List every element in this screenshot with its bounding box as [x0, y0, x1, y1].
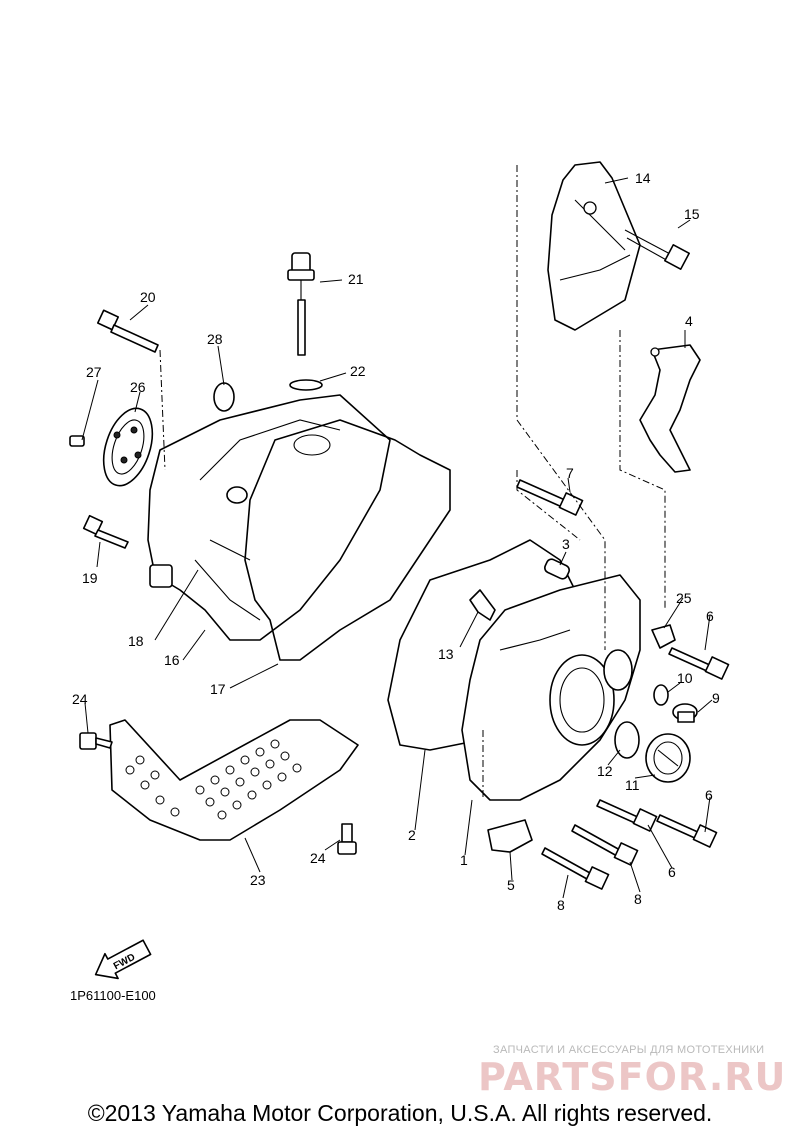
callout-22: 22 — [350, 363, 366, 379]
part-23-skid-plate — [109, 719, 359, 841]
callout-23: 23 — [250, 872, 266, 888]
part-6-bolt-c — [656, 814, 718, 848]
callout-26: 26 — [130, 379, 146, 395]
part-6-bolt-b — [596, 799, 658, 832]
callout-8b: 8 — [634, 891, 642, 907]
callout-6b: 6 — [668, 864, 676, 880]
part-15-bolt — [624, 229, 690, 270]
callout-13: 13 — [438, 646, 454, 662]
part-25-clamp — [651, 624, 676, 649]
part-7-bolt — [516, 479, 584, 516]
part-4-bracket — [639, 344, 701, 473]
callout-28: 28 — [207, 331, 223, 347]
callout-18: 18 — [128, 633, 144, 649]
callout-12: 12 — [597, 763, 613, 779]
callout-24a: 24 — [72, 691, 88, 707]
part-11-cap — [645, 733, 691, 783]
callout-labels: 1 2 3 4 5 6 6 6 7 8 8 9 10 11 12 13 14 1… — [72, 170, 720, 913]
part-24-bolt-a — [79, 732, 113, 750]
callout-2: 2 — [408, 827, 416, 843]
callout-25: 25 — [676, 590, 692, 606]
watermark-logo: PARTSFOR.RU — [478, 1055, 787, 1099]
callout-21: 21 — [348, 271, 364, 287]
callout-7: 7 — [566, 465, 574, 481]
part-17-gasket — [244, 419, 451, 661]
part-1-crankcase-cover — [461, 574, 641, 801]
callout-9: 9 — [712, 690, 720, 706]
leader-lines — [81, 177, 713, 899]
part-22-o-ring — [289, 379, 323, 391]
dashed-reference-lines — [159, 165, 666, 800]
diagram-code: 1P61100-E100 — [70, 988, 156, 1003]
callout-6a: 6 — [706, 608, 714, 624]
callout-15: 15 — [684, 206, 700, 222]
callout-5: 5 — [507, 877, 515, 893]
callout-8a: 8 — [557, 897, 565, 913]
callout-24b: 24 — [310, 850, 326, 866]
part-24-bolt-b — [337, 823, 357, 855]
part-14-cover — [547, 161, 641, 331]
callout-16: 16 — [164, 652, 180, 668]
part-16-crankcase-cover — [147, 394, 391, 641]
part-8-bolt-b — [541, 847, 610, 890]
callout-10: 10 — [677, 670, 693, 686]
part-5-clip — [487, 819, 533, 853]
part-3-dowel — [544, 558, 570, 580]
watermark-tagline: ЗАПЧАСТИ И АКСЕССУАРЫ ДЛЯ МОТОТЕХНИКИ — [493, 1044, 765, 1056]
callout-6c: 6 — [705, 787, 713, 803]
part-10-o-ring — [653, 684, 669, 706]
part-12-o-ring — [614, 721, 640, 759]
part-13-clip — [469, 589, 496, 621]
part-9-plug — [672, 703, 698, 723]
callout-1: 1 — [460, 852, 468, 868]
callout-14: 14 — [635, 170, 651, 186]
fwd-arrow-icon: FWD — [94, 939, 152, 980]
part-28-seal — [213, 382, 235, 412]
callout-19: 19 — [82, 570, 98, 586]
copyright-notice: ©2013 Yamaha Motor Corporation, U.S.A. A… — [87, 1100, 713, 1126]
callout-11: 11 — [625, 777, 640, 793]
part-26-strainer — [102, 407, 154, 487]
callout-17: 17 — [210, 681, 226, 697]
part-6-bolt-a — [668, 647, 730, 680]
callout-4: 4 — [685, 313, 693, 329]
part-8-bolt-a — [571, 824, 639, 866]
part-20-bolt — [96, 309, 159, 353]
part-19-bolt — [82, 514, 129, 549]
part-21-dipstick — [287, 252, 315, 356]
callout-3: 3 — [562, 536, 570, 552]
callout-20: 20 — [140, 289, 156, 305]
part-27-screw — [69, 435, 85, 447]
callout-27: 27 — [86, 364, 102, 380]
